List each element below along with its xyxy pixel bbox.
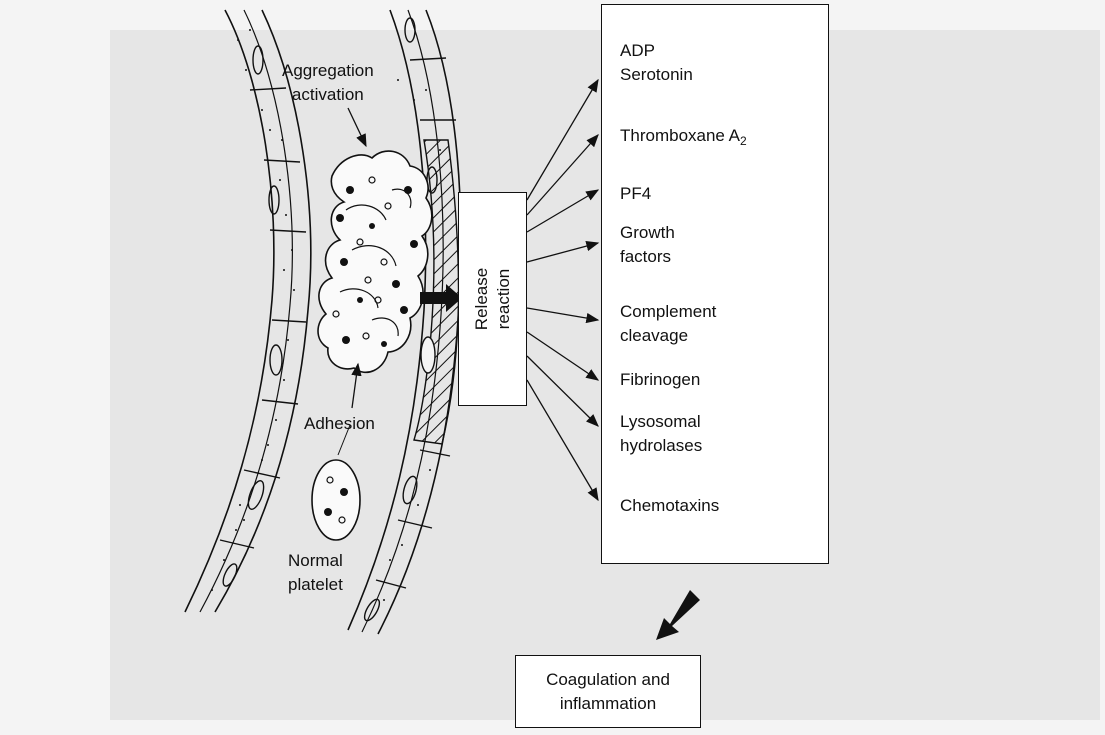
product-line: Thromboxane A bbox=[620, 126, 740, 145]
normal-line1: Normal bbox=[288, 549, 343, 573]
release-reaction-box: Release reaction bbox=[458, 192, 527, 406]
product-chemotaxins: Chemotaxins bbox=[620, 494, 719, 518]
product-line: Serotonin bbox=[620, 63, 693, 87]
product-line: Complement bbox=[620, 300, 716, 324]
product-line: factors bbox=[620, 245, 675, 269]
normal-platelet-label: Normal platelet bbox=[288, 549, 343, 597]
product-pf4: PF4 bbox=[620, 182, 651, 206]
product-adp-serotonin: ADP Serotonin bbox=[620, 39, 693, 87]
product-complement-cleavage: Complement cleavage bbox=[620, 300, 716, 348]
coag-line1: Coagulation and bbox=[516, 668, 700, 692]
product-line: ADP bbox=[620, 39, 693, 63]
coagulation-box: Coagulation and inflammation bbox=[515, 655, 701, 728]
coag-line2: inflammation bbox=[516, 692, 700, 716]
release-line1: Release bbox=[471, 268, 493, 330]
product-line: cleavage bbox=[620, 324, 716, 348]
product-line: hydrolases bbox=[620, 434, 702, 458]
product-fibrinogen: Fibrinogen bbox=[620, 368, 700, 392]
product-line: Lysosomal bbox=[620, 410, 702, 434]
release-line2: reaction bbox=[493, 268, 515, 330]
release-reaction-text: Release reaction bbox=[471, 268, 515, 330]
product-line: Growth bbox=[620, 221, 675, 245]
normal-platelet-shape bbox=[312, 460, 360, 540]
release-products-box bbox=[601, 4, 829, 564]
aggregation-line2: activation bbox=[282, 83, 374, 107]
adhesion-label: Adhesion bbox=[304, 412, 375, 436]
coagulation-text: Coagulation and inflammation bbox=[516, 668, 700, 716]
normal-line2: platelet bbox=[288, 573, 343, 597]
product-subscript: 2 bbox=[740, 134, 747, 148]
product-lysosomal-hydrolases: Lysosomal hydrolases bbox=[620, 410, 702, 458]
aggregation-label: Aggregation activation bbox=[282, 59, 374, 107]
product-growth-factors: Growth factors bbox=[620, 221, 675, 269]
aggregation-line1: Aggregation bbox=[282, 59, 374, 83]
product-thromboxane: Thromboxane A2 bbox=[620, 124, 747, 148]
